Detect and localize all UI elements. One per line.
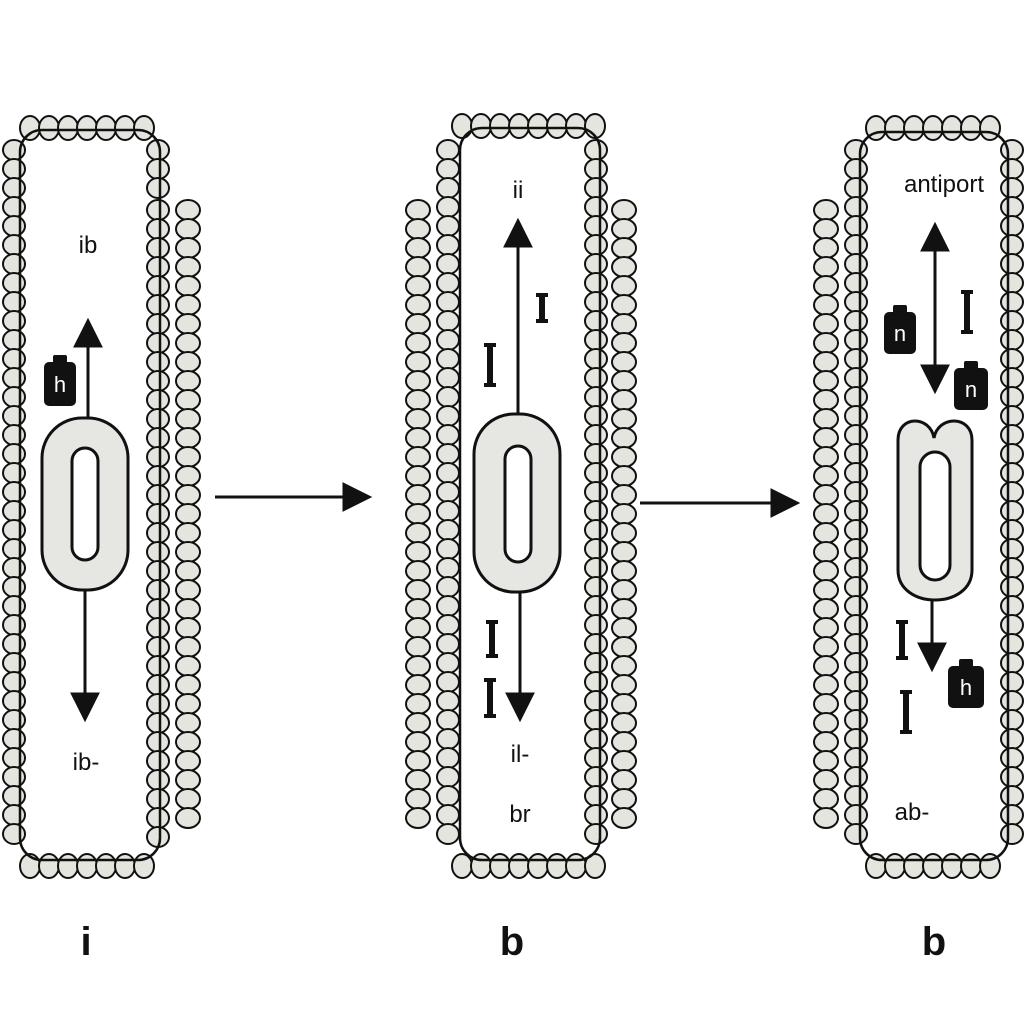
- ion-badge-n-1: n: [884, 305, 916, 354]
- badge-label: h: [960, 675, 972, 700]
- transporter-protein-2: [472, 412, 562, 594]
- top-label-3: antiport: [904, 171, 984, 198]
- cell-membrane-2: [405, 113, 637, 879]
- panel-3: n n h antiport ab- b: [813, 115, 1024, 964]
- ion-badge-h-1: h: [44, 355, 76, 406]
- bottom-label-2: il-: [511, 741, 530, 768]
- badge-label: n: [965, 377, 977, 402]
- ion-badge-h-3: h: [948, 659, 984, 708]
- panel-caption-3: b: [922, 920, 946, 964]
- extra-label-2: br: [509, 801, 530, 828]
- ion-badge-n-2: n: [954, 361, 988, 410]
- top-label-1: ib: [79, 232, 98, 259]
- lipid-bilayer-2: [405, 113, 637, 879]
- bottom-label-1: ib-: [73, 749, 100, 776]
- cell-membrane-3: [813, 115, 1024, 879]
- badge-label: h: [54, 372, 66, 397]
- panel-2: ii il- br b: [405, 113, 637, 964]
- panel-1: h ib ib- i: [2, 115, 201, 964]
- transporter-protein-1: [40, 416, 130, 592]
- panel-caption-2: b: [500, 920, 524, 964]
- panel-caption-1: i: [80, 920, 91, 964]
- top-label-2: ii: [513, 177, 524, 204]
- cell-membrane-1: [2, 115, 201, 879]
- ion-marks-3: [896, 290, 973, 734]
- badge-label: n: [894, 321, 906, 346]
- bottom-label-3: ab-: [895, 799, 930, 826]
- ion-marks-2: [484, 293, 548, 718]
- antiporter-protein-3: [896, 419, 974, 602]
